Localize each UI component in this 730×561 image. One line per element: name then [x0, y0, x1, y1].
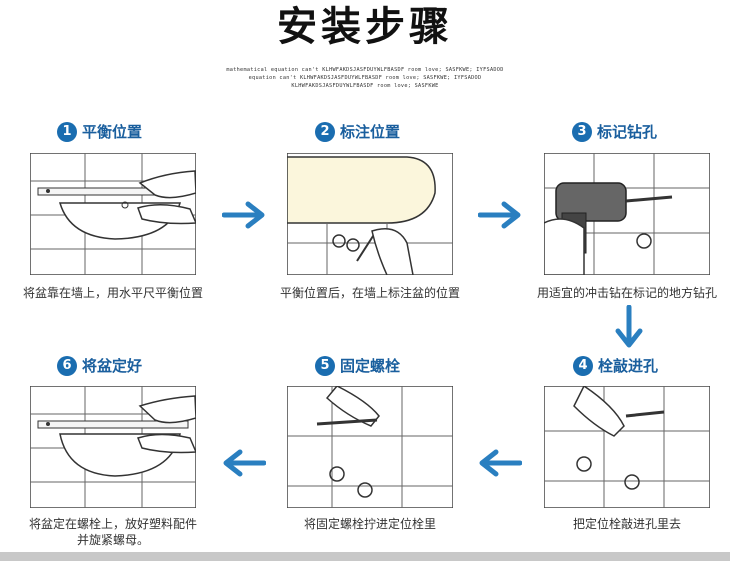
step-1-title: 平衡位置 — [82, 123, 143, 141]
step-5-illustration — [287, 386, 453, 508]
step-4-illustration — [544, 386, 710, 508]
step-1-illustration — [30, 153, 196, 275]
step-6-title: 将盆定好 — [82, 357, 143, 375]
page-title: 安装步骤 — [277, 4, 453, 50]
step-6-illustration — [30, 386, 196, 508]
step-3-title: 标记钻孔 — [597, 123, 658, 141]
step-2-illustration — [287, 153, 453, 275]
step-3-badge: 3 — [572, 121, 592, 142]
arrow-left-icon — [222, 448, 266, 478]
step-6-caption-line-2: 并旋紧螺母。 — [76, 533, 149, 547]
arrow-down-icon — [614, 305, 644, 349]
step-2-title: 标注位置 — [340, 123, 401, 141]
step-5-header: 5 固定螺栓 — [315, 355, 400, 376]
subtitle-line-3: KLHWFAKDSJASFDUYWLFBASDF room love; SASF… — [291, 83, 439, 89]
step-3-header: 3 标记钻孔 — [572, 121, 657, 142]
step-1-badge: 1 — [57, 121, 77, 142]
step-3-caption: 用适宜的冲击钻在标记的地方钻孔 — [536, 286, 717, 300]
subtitle-line-1: mathematical equation can't KLHWFAKDSJAS… — [226, 67, 504, 73]
step-4-badge: 4 — [573, 355, 593, 376]
step-2-header: 2 标注位置 — [315, 121, 400, 142]
subtitle-line-2: equation can't KLHWFAKDSJASFDUYWLFBASDF … — [248, 75, 482, 81]
step-5-badge: 5 — [315, 355, 335, 376]
step-4-caption: 把定位栓敲进孔里去 — [572, 517, 681, 531]
step-6-caption-line-1: 将盆定在螺栓上，放好塑料配件 — [28, 517, 197, 531]
arrow-left-icon — [478, 448, 522, 478]
step-6-badge: 6 — [57, 355, 77, 376]
step-2-caption: 平衡位置后，在墙上标注盆的位置 — [279, 286, 460, 300]
step-6-caption: 将盆定在螺栓上，放好塑料配件 并旋紧螺母。 — [5, 516, 221, 548]
bottom-bar — [0, 552, 730, 561]
arrow-right-icon — [222, 200, 266, 230]
step-6-header: 6 将盆定好 — [57, 355, 142, 376]
step-5-title: 固定螺栓 — [340, 357, 401, 375]
step-3-illustration — [544, 153, 710, 275]
step-2-badge: 2 — [315, 121, 335, 142]
arrow-right-icon — [478, 200, 522, 230]
step-4-title: 栓敲进孔 — [598, 357, 659, 375]
step-1-header: 1 平衡位置 — [57, 121, 142, 142]
step-4-header: 4 栓敲进孔 — [573, 355, 658, 376]
step-1-caption: 将盆靠在墙上，用水平尺平衡位置 — [22, 286, 203, 300]
step-5-caption: 将固定螺栓拧进定位栓里 — [303, 517, 436, 531]
